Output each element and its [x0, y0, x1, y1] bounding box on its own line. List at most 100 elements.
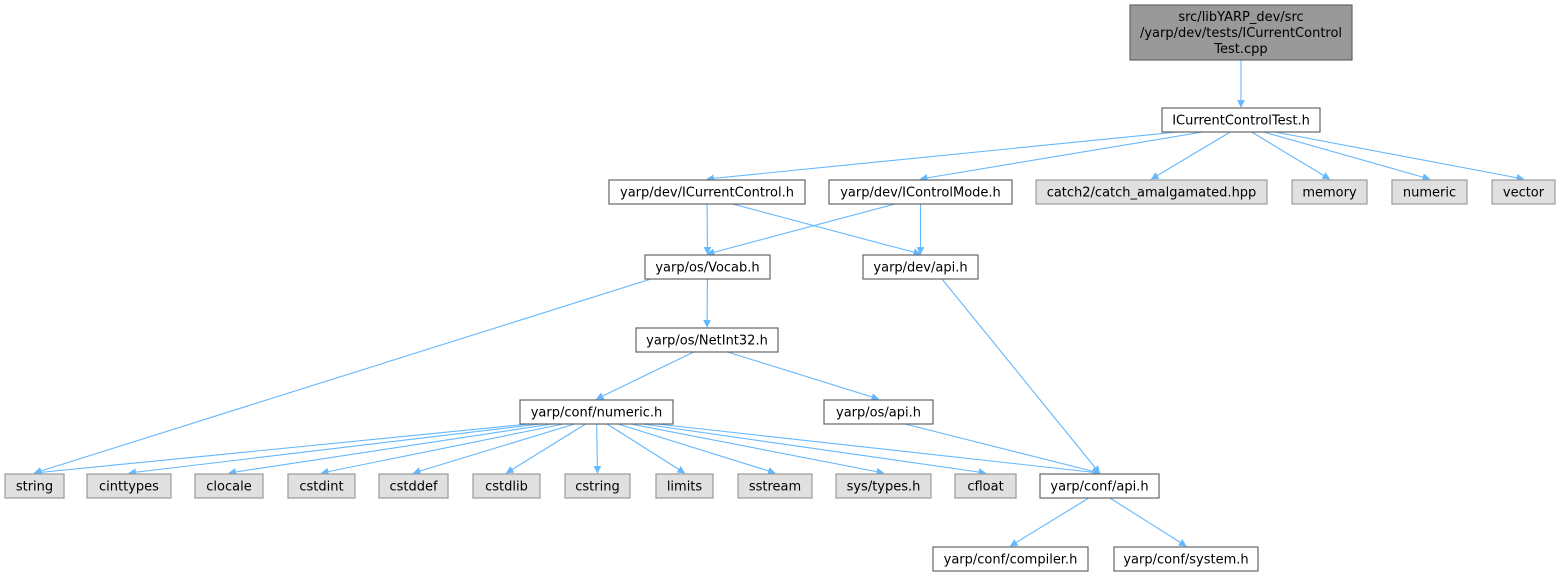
node-box	[608, 179, 806, 205]
node-box	[287, 473, 356, 499]
node-box	[835, 473, 932, 499]
node-icontrolmode-h[interactable]: yarp/dev/IControlMode.h	[828, 179, 1013, 205]
edge-conf-numeric-h-to-clocale	[228, 423, 553, 476]
node-box	[1291, 179, 1368, 205]
node-label: /yarp/dev/tests/ICurrentControl	[1140, 26, 1342, 41]
node-label: limits	[667, 480, 703, 495]
node-box	[472, 473, 541, 499]
node-label: yarp/conf/api.h	[1050, 480, 1148, 495]
node-root[interactable]: src/libYARP_dev/src/yarp/dev/tests/ICurr…	[1129, 4, 1353, 61]
node-label: yarp/conf/system.h	[1123, 553, 1248, 568]
node-vector: vector	[1491, 179, 1556, 205]
node-box	[737, 473, 813, 499]
node-label: yarp/dev/IControlMode.h	[840, 186, 1001, 201]
node-box	[655, 473, 714, 499]
edge-icct-h-to-catch2	[1150, 131, 1231, 180]
node-limits: limits	[655, 473, 714, 499]
node-cstdlib: cstdlib	[472, 473, 541, 499]
edge-conf-numeric-h-to-cinttypes	[128, 423, 541, 477]
edge-netint32-h-to-os-api-h	[727, 351, 880, 401]
node-label: cstdlib	[485, 480, 528, 495]
node-label: catch2/catch_amalgamated.hpp	[1047, 186, 1257, 201]
edge-netint32-h-to-conf-numeric-h	[595, 351, 694, 400]
edge-conf-api-h-to-compiler-h	[1009, 497, 1090, 547]
edge-conf-numeric-h-to-cstddef	[412, 423, 575, 475]
node-box	[1039, 473, 1160, 499]
node-cfloat: cfloat	[954, 473, 1017, 499]
node-label: cstdint	[299, 480, 343, 495]
node-box	[1491, 179, 1556, 205]
node-label: src/libYARP_dev/src	[1178, 10, 1303, 25]
node-box	[1113, 546, 1259, 572]
node-box	[932, 546, 1089, 572]
node-label: string	[16, 480, 53, 495]
node-label: cinttypes	[99, 480, 159, 495]
node-label: memory	[1302, 186, 1357, 201]
node-netint32-h[interactable]: yarp/os/NetInt32.h	[635, 327, 779, 353]
edge-os-api-h-to-conf-api-h	[904, 423, 1101, 476]
node-label: sys/types.h	[847, 480, 921, 495]
node-vocab-h[interactable]: yarp/os/Vocab.h	[644, 254, 771, 280]
node-dev-api-h[interactable]: yarp/dev/api.h	[862, 254, 979, 280]
edge-conf-numeric-h-to-sys-types-h	[630, 423, 885, 476]
node-label: yarp/os/NetInt32.h	[646, 334, 768, 349]
node-label: ICurrentControlTest.h	[1172, 114, 1310, 129]
node-box	[1391, 179, 1468, 205]
node-label: sstream	[749, 480, 801, 495]
node-cstddef: cstddef	[378, 473, 449, 499]
node-label: cfloat	[967, 480, 1003, 495]
node-string: string	[4, 473, 65, 499]
node-box	[635, 327, 779, 353]
node-compiler-h[interactable]: yarp/conf/compiler.h	[932, 546, 1089, 572]
edge-vocab-h-to-string	[33, 278, 652, 475]
edge-conf-numeric-h-to-cfloat	[643, 423, 987, 476]
nodes-layer: src/libYARP_dev/src/yarp/dev/tests/ICurr…	[4, 4, 1556, 572]
edge-icontrolmode-h-to-vocab-h	[706, 203, 896, 256]
node-label: cstddef	[389, 480, 438, 495]
node-label: vector	[1503, 186, 1545, 201]
node-icct-h[interactable]: ICurrentControlTest.h	[1161, 107, 1321, 133]
node-clocale: clocale	[194, 473, 264, 499]
node-sys-types-h: sys/types.h	[835, 473, 932, 499]
node-box	[194, 473, 264, 499]
node-cstring: cstring	[564, 473, 631, 499]
edge-icct-h-to-memory	[1251, 131, 1331, 180]
node-icurrentcontrol-h[interactable]: yarp/dev/ICurrentControl.h	[608, 179, 806, 205]
node-box	[644, 254, 771, 280]
node-os-api-h[interactable]: yarp/os/api.h	[823, 399, 934, 425]
edge-conf-api-h-to-system-h	[1109, 497, 1187, 547]
node-sstream: sstream	[737, 473, 813, 499]
node-system-h[interactable]: yarp/conf/system.h	[1113, 546, 1259, 572]
node-box	[378, 473, 449, 499]
node-label: yarp/dev/api.h	[873, 261, 967, 276]
node-label: numeric	[1403, 186, 1456, 201]
node-box	[4, 473, 65, 499]
node-label: clocale	[206, 480, 251, 495]
edge-conf-numeric-h-to-string	[33, 423, 530, 477]
node-conf-numeric-h[interactable]: yarp/conf/numeric.h	[519, 399, 674, 425]
node-conf-api-h[interactable]: yarp/conf/api.h	[1039, 473, 1160, 499]
edge-icct-h-to-numeric	[1263, 131, 1431, 181]
node-numeric: numeric	[1391, 179, 1468, 205]
node-box	[823, 399, 934, 425]
edge-icct-h-to-icurrentcontrol-h	[706, 131, 1177, 183]
node-box	[1035, 179, 1268, 205]
node-label: yarp/os/api.h	[836, 406, 921, 421]
node-box	[954, 473, 1017, 499]
node-box	[1161, 107, 1321, 133]
edge-icct-h-to-vector	[1274, 131, 1525, 182]
edge-icct-h-to-icontrolmode-h	[919, 131, 1203, 182]
node-box	[828, 179, 1013, 205]
edge-conf-numeric-h-to-cstdint	[320, 423, 564, 476]
node-cstdint: cstdint	[287, 473, 356, 499]
edge-dev-api-h-to-conf-api-h	[941, 278, 1100, 474]
node-label: Test.cpp	[1213, 42, 1267, 57]
node-box	[564, 473, 631, 499]
edge-icurrentcontrol-h-to-dev-api-h	[732, 203, 922, 256]
node-box	[862, 254, 979, 280]
node-box	[519, 399, 674, 425]
edge-conf-numeric-h-to-cstdlib	[505, 423, 586, 474]
edge-conf-numeric-h-to-limits	[606, 423, 686, 474]
node-box	[86, 473, 172, 499]
